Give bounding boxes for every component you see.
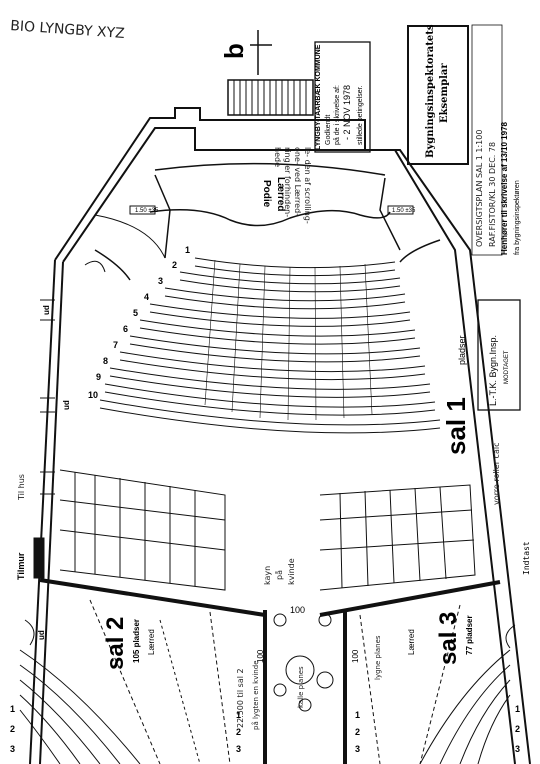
drawing-info: OVERSIGTSPLAN SAL 1 1:100 RAF.FISTOR/KL … xyxy=(471,24,503,256)
center-note-3: kvinde xyxy=(287,558,296,585)
sal3-row-left-2: 2 xyxy=(355,727,360,737)
sal3-row-right-3: 3 xyxy=(515,744,520,754)
row-number-7: 7 xyxy=(113,340,118,350)
row-number-3: 3 xyxy=(158,276,163,286)
door-arcs xyxy=(24,260,516,649)
approval-stamp: LYNGBY-TAARBÆK KOMMUNE Godkendt på de i … xyxy=(314,41,371,153)
sal2-row-left-1: 1 xyxy=(10,704,15,714)
sal3-row-right-1: 1 xyxy=(515,704,520,714)
row-number-8: 8 xyxy=(103,356,108,366)
label-100-top: 100 xyxy=(290,605,305,615)
section-marker: b xyxy=(219,30,272,75)
sal1-stage xyxy=(94,162,441,281)
sal1-capacity: pladser xyxy=(457,335,467,365)
center-note-2: på xyxy=(274,570,284,580)
bottom-row-numbers: 3 2 1 1 2 3 3 2 1 1 2 3 xyxy=(10,704,520,754)
sal2-row-right-3: 3 xyxy=(236,744,241,754)
drawing-info-line-2: RAF.FISTOR/KL 30 DEC. 78 xyxy=(488,142,497,247)
sal1-name: sal 1 xyxy=(441,397,471,455)
sal3-seating xyxy=(359,604,511,764)
handwritten-title: BIO LYNGBY XYZ xyxy=(10,18,125,42)
exit-ud-2: ud xyxy=(62,400,71,410)
inspectorate-stamp: Bygningsinspektoratets Eksemplar xyxy=(407,24,469,165)
sal2-name: sal 2 xyxy=(102,617,129,670)
stage-note-line-2: one- ved Lærred- xyxy=(293,147,302,216)
stamp-line-3: på de i skrivelse af: xyxy=(333,85,341,145)
center-note-1: kayn xyxy=(263,566,272,585)
stage-note-line-3: ring er forhinden- xyxy=(283,147,292,217)
sal3-row-right-2: 2 xyxy=(515,724,520,734)
row-number-10: 10 xyxy=(88,390,98,400)
indtast-label: Indtast xyxy=(522,541,531,575)
sal3-screen: Lærred xyxy=(407,629,416,655)
sal2-seating xyxy=(19,599,231,764)
sal2-note-1: 22.500 til sal 2 xyxy=(236,668,245,728)
row-number-2: 2 xyxy=(172,260,177,270)
lobby-fixtures xyxy=(273,655,334,712)
sal3-name: sal 3 xyxy=(435,612,462,665)
tilmur-label: Tilmur xyxy=(16,552,26,580)
sal3-note: lygne planes xyxy=(374,635,382,680)
outer-walls xyxy=(29,107,531,764)
sal2-row-right-2: 2 xyxy=(236,727,241,737)
row-number-9: 9 xyxy=(96,372,101,382)
inspector-line-2: MODTAGET xyxy=(504,350,510,384)
received-stamp: Henhører til skrivelse af 13/10 1978 fra… xyxy=(500,121,521,255)
building-inspector-stamp: L.-T.K. Bygn.Insp. MODTAGET xyxy=(477,299,521,411)
sal1-stage-label: Podie xyxy=(261,180,272,208)
inspector-line-1: L.-T.K. Bygn.Insp. xyxy=(488,335,498,406)
stamp-line-1: LYNGBY-TAARBÆK KOMMUNE xyxy=(315,44,322,150)
sal2-row-right-1: 1 xyxy=(236,710,241,720)
stairs xyxy=(227,79,314,116)
lobby-benches xyxy=(59,469,476,591)
inspectorate-line-1: Bygningsinspektoratets xyxy=(425,24,436,158)
sal3-row-left-1: 1 xyxy=(355,710,360,720)
label-100-right: 100 xyxy=(351,649,360,663)
exit-ud-1: ud xyxy=(42,305,51,315)
stage-note-line-4: hede xyxy=(273,147,282,167)
sal3-capacity: 77 pladser xyxy=(465,615,474,655)
til-hus-label: Til hus xyxy=(17,474,26,501)
dividing-walls xyxy=(33,537,501,764)
received-line-2: fra bygningsinspektøren xyxy=(514,180,521,255)
sal1-screen-label: Lærred xyxy=(275,177,286,211)
sal2-row-left-2: 2 xyxy=(10,724,15,734)
exit-ud-sal2: ud xyxy=(37,630,46,640)
sal2-capacity: 105 pladser xyxy=(132,619,141,663)
dim-right: 1.50 ±35 xyxy=(392,208,416,214)
sal2-screen: Lærred xyxy=(147,629,156,655)
stage-note-line-1: le- den af scrolling- xyxy=(303,147,312,224)
drawing-info-line-1: OVERSIGTSPLAN SAL 1 1:100 xyxy=(475,130,484,247)
right-note: vorre roller calc xyxy=(492,443,501,505)
label-100-left: 100 xyxy=(256,649,265,663)
sal1-row-numbers: 1 2 3 4 5 6 7 8 9 10 xyxy=(88,245,190,400)
row-number-5: 5 xyxy=(133,308,138,318)
lobby-note: kalle planes xyxy=(297,666,305,708)
sal1-seating xyxy=(99,257,441,434)
section-mark-letter: b xyxy=(219,43,249,59)
sal2-note-2: på lygten en kvinde xyxy=(251,661,260,731)
stamp-line-4: - 2 NOV 1978 xyxy=(342,85,352,140)
sal2-row-left-3: 3 xyxy=(10,744,15,754)
stamp-line-2: Godkendt xyxy=(325,115,332,145)
stamp-line-5: stillede betingelser. xyxy=(357,85,364,145)
sal3-row-left-3: 3 xyxy=(355,744,360,754)
received-line-1: Henhører til skrivelse af 13/10 1978 xyxy=(500,121,509,255)
row-number-6: 6 xyxy=(123,324,128,334)
row-number-1: 1 xyxy=(185,245,190,255)
dim-left: 1.50 ±35 xyxy=(135,208,159,214)
inspectorate-line-2: Eksemplar xyxy=(439,63,450,123)
row-number-4: 4 xyxy=(144,292,149,302)
